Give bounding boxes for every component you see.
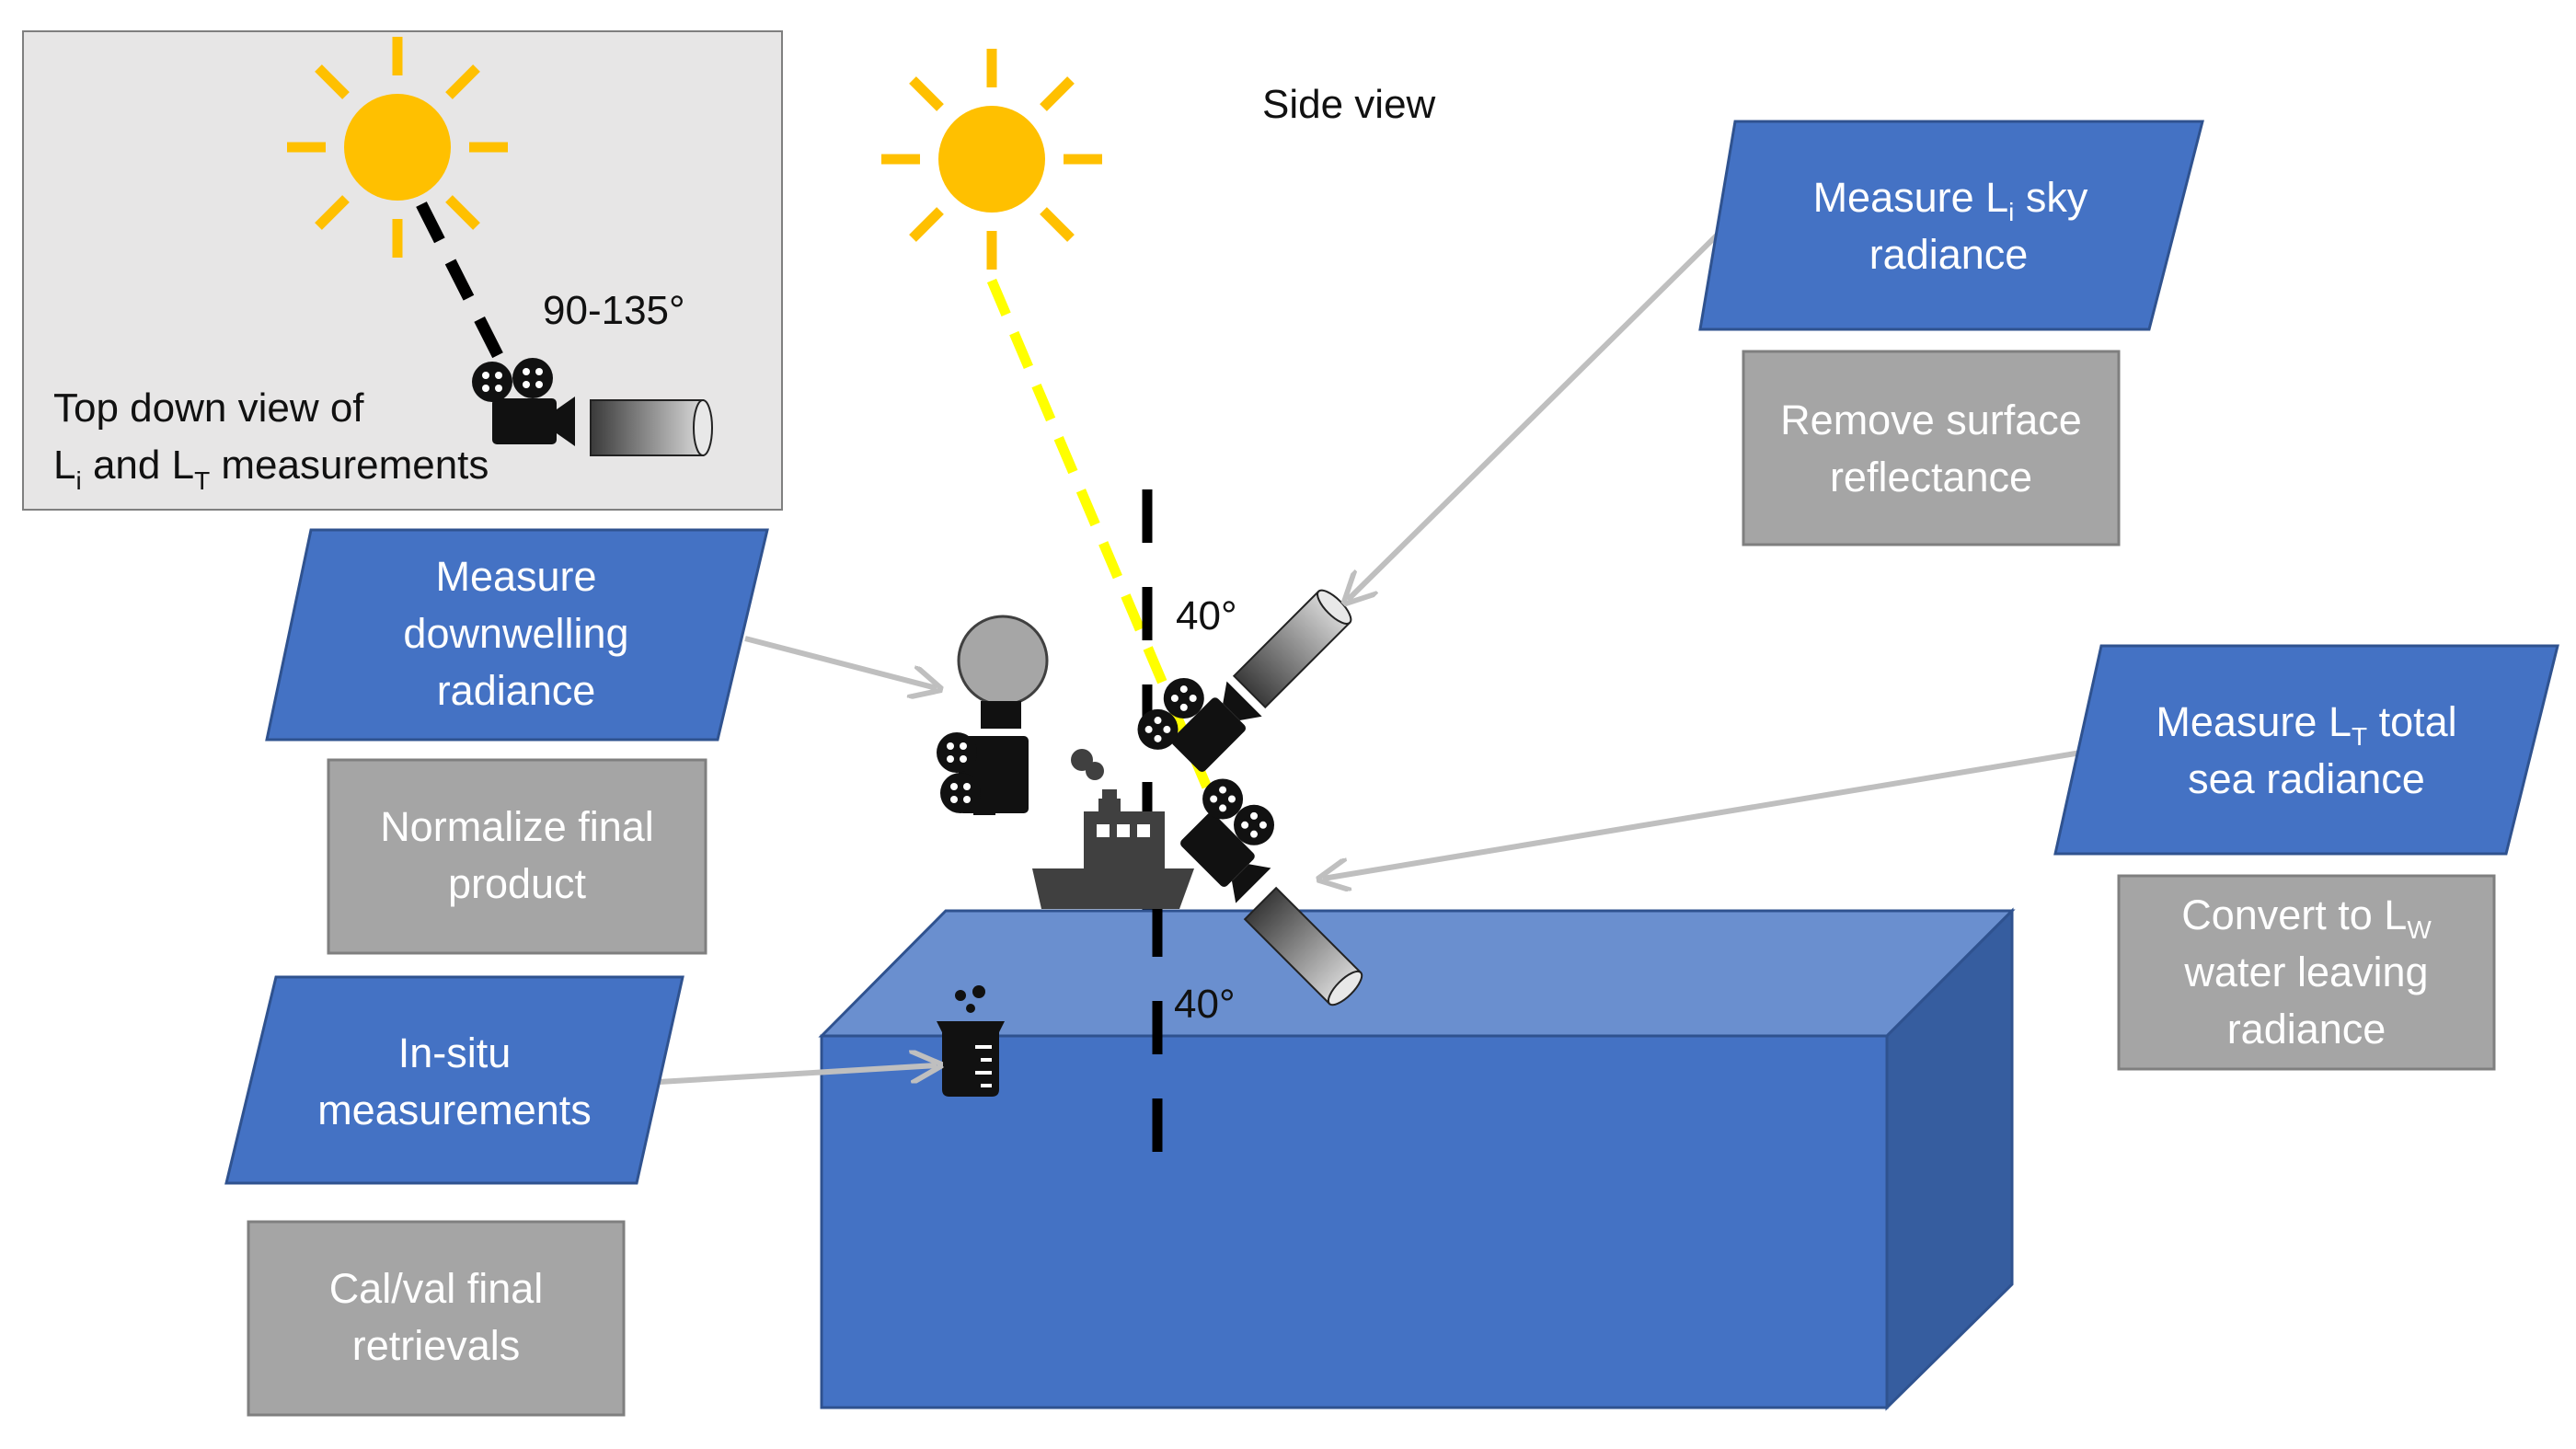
upper-angle-label: 40° bbox=[1176, 593, 1237, 638]
convert-box-line1: Convert to LW bbox=[2181, 891, 2432, 944]
top-down-inset: 90-135° Top down view of Li and LT measu… bbox=[22, 30, 783, 511]
insitu-measurements-box: In-situ measurements bbox=[224, 975, 684, 1185]
sun-icon bbox=[881, 49, 1102, 270]
insitu-box-line1: In-situ bbox=[398, 1029, 512, 1076]
sky-radiometer bbox=[1233, 584, 1357, 708]
side-view-title: Side view bbox=[1262, 82, 1436, 127]
surface-box-line1: Remove surface bbox=[1780, 397, 2082, 443]
water-block bbox=[818, 907, 2016, 1411]
water-top-face bbox=[818, 909, 2016, 1038]
inset-angle-label: 90-135° bbox=[543, 288, 685, 333]
convert-box-line3: radiance bbox=[2227, 1006, 2386, 1052]
inset-view-line bbox=[416, 201, 510, 371]
measure-total-radiance-box: Measure LT total sea radiance bbox=[2053, 644, 2559, 856]
sun-ray-path bbox=[986, 278, 1218, 803]
beaker-icon bbox=[937, 985, 1005, 1097]
remove-surface-reflectance-box: Remove surface reflectance bbox=[1742, 350, 2121, 546]
sky-box-line1: Measure Li sky bbox=[1813, 174, 2088, 226]
arrow-downwelling bbox=[744, 636, 937, 688]
measure-downwelling-box: Measure downwelling radiance bbox=[265, 528, 769, 742]
downwelling-box-line1: Measure bbox=[435, 553, 596, 600]
inset-caption-line2: Li and LT measurements bbox=[53, 443, 489, 495]
insitu-box-line2: measurements bbox=[317, 1087, 592, 1133]
calval-box-line2: retrievals bbox=[352, 1322, 521, 1369]
lower-angle-label: 40° bbox=[1174, 982, 1236, 1027]
connector-arrows bbox=[658, 222, 2082, 1085]
measure-sky-radiance-box: Measure Li sky radiance bbox=[1698, 120, 2204, 331]
normalize-final-product-box: Normalize final product bbox=[327, 758, 707, 955]
surface-box-line2: reflectance bbox=[1830, 454, 2032, 500]
total-box-line1: Measure LT total bbox=[2156, 698, 2456, 751]
radiometer-tube-icon bbox=[590, 399, 713, 456]
normalize-box-line1: Normalize final bbox=[380, 803, 654, 850]
convert-water-leaving-box: Convert to LW water leaving radiance bbox=[2117, 874, 2496, 1071]
downwelling-box-line3: radiance bbox=[437, 667, 596, 714]
normalize-box-line2: product bbox=[448, 860, 587, 907]
arrow-total bbox=[1323, 750, 2082, 879]
calval-final-retrievals-box: Cal/val final retrievals bbox=[247, 1220, 626, 1417]
total-box-line2: sea radiance bbox=[2188, 755, 2425, 802]
water-front-face bbox=[820, 1034, 1889, 1409]
radiometer-icon bbox=[957, 615, 1049, 729]
inset-caption-line1: Top down view of bbox=[53, 385, 364, 431]
convert-box-line2: water leaving bbox=[2183, 949, 2428, 995]
sun-icon bbox=[287, 37, 508, 258]
sky-box-line2: radiance bbox=[1869, 231, 2029, 278]
camera-reels bbox=[937, 732, 995, 815]
ship-icon bbox=[1032, 749, 1194, 909]
calval-box-line1: Cal/val final bbox=[329, 1265, 544, 1312]
arrow-insitu bbox=[658, 1065, 937, 1085]
downwelling-box-line2: downwelling bbox=[403, 610, 628, 657]
arrow-sky bbox=[1348, 222, 1731, 600]
